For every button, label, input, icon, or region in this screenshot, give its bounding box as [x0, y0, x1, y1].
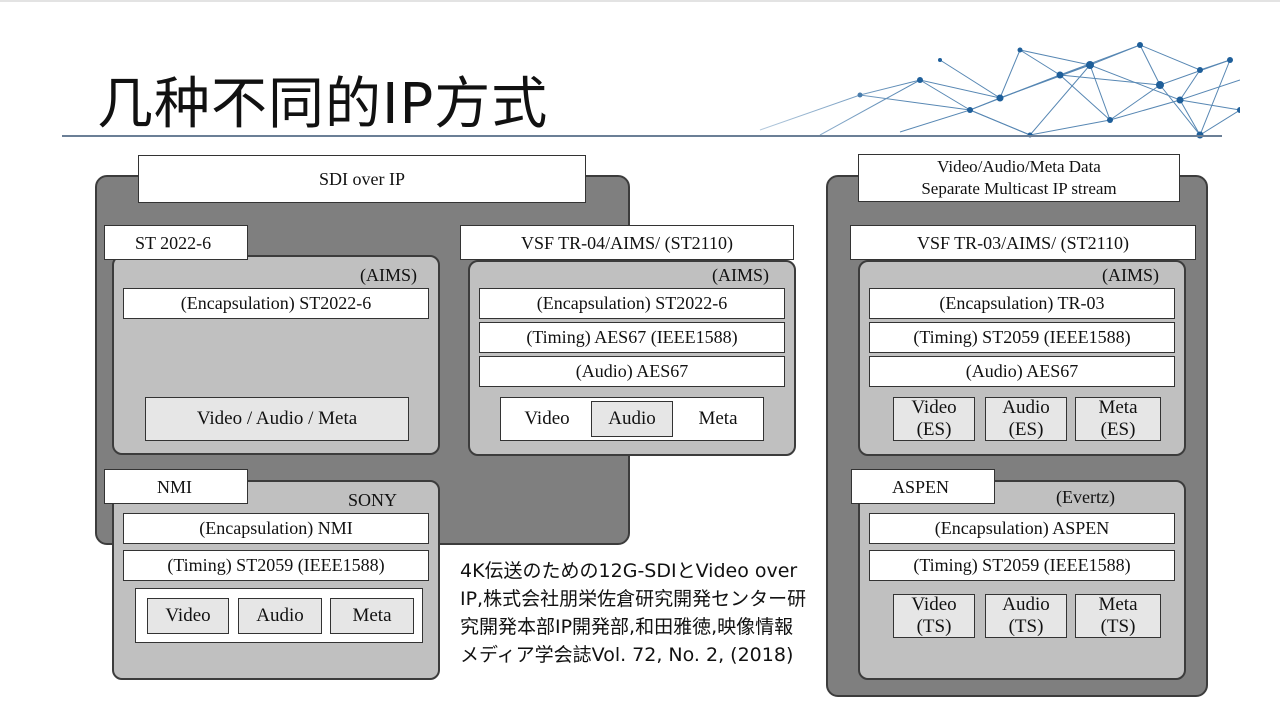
vsf-tr03-encapsulation-layer: (Encapsulation) TR-03: [869, 288, 1175, 319]
nmi-media-audio: Audio: [238, 598, 322, 634]
network-graphic-icon: [640, 40, 1240, 140]
vsf-tr04-label: VSF TR-04/AIMS/ (ST2110): [460, 225, 794, 260]
vsf-tr04-audio-layer: (Audio) AES67: [479, 356, 785, 387]
st2022-6-encapsulation-layer: (Encapsulation) ST2022-6: [123, 288, 429, 319]
aspen-media-audio: Audio (TS): [985, 594, 1067, 638]
nmi-vendor: SONY: [348, 490, 398, 510]
aspen-timing-layer: (Timing) ST2059 (IEEE1588): [869, 550, 1175, 581]
nmi-media-video: Video: [147, 598, 229, 634]
nmi-media-meta: Meta: [330, 598, 414, 634]
source-citation: 4K伝送のための12G-SDIとVideo over IP,株式会社朋栄佐倉研究…: [460, 560, 807, 666]
top-border: [0, 0, 1280, 2]
vsf-tr03-vendor: (AIMS): [1102, 265, 1159, 285]
aspen-media-meta: Meta (TS): [1075, 594, 1161, 638]
nmi-timing-layer: (Timing) ST2059 (IEEE1588): [123, 550, 429, 581]
aspen-media-video: Video (TS): [893, 594, 975, 638]
nmi-encapsulation-layer: (Encapsulation) NMI: [123, 513, 429, 544]
vsf-tr04-vendor: (AIMS): [712, 265, 769, 285]
sdi-over-ip-header: SDI over IP: [138, 155, 586, 203]
vsf-tr04-media-audio: Audio: [591, 401, 673, 437]
vsf-tr03-media-video: Video (ES): [893, 397, 975, 441]
aspen-label: ASPEN: [851, 469, 995, 504]
page-title: 几种不同的IP方式: [97, 72, 549, 137]
aspen-encapsulation-layer: (Encapsulation) ASPEN: [869, 513, 1175, 544]
st2022-6-media: Video / Audio / Meta: [145, 397, 409, 441]
vsf-tr04-media-meta: Meta: [698, 408, 738, 429]
vsf-tr04-encapsulation-layer: (Encapsulation) ST2022-6: [479, 288, 785, 319]
vsf-tr03-media-audio: Audio (ES): [985, 397, 1067, 441]
vsf-tr03-media-meta: Meta (ES): [1075, 397, 1161, 441]
nmi-label: NMI: [104, 469, 248, 504]
vsf-tr03-audio-layer: (Audio) AES67: [869, 356, 1175, 387]
title-underline: [62, 135, 1222, 137]
separate-stream-header: Video/Audio/Meta Data Separate Multicast…: [858, 154, 1180, 202]
vsf-tr03-label: VSF TR-03/AIMS/ (ST2110): [850, 225, 1196, 260]
vsf-tr03-timing-layer: (Timing) ST2059 (IEEE1588): [869, 322, 1175, 353]
aspen-vendor: (Evertz): [1056, 487, 1115, 507]
vsf-tr04-timing-layer: (Timing) AES67 (IEEE1588): [479, 322, 785, 353]
st2022-6-label: ST 2022-6: [104, 225, 248, 260]
st2022-6-vendor: (AIMS): [360, 265, 417, 285]
vsf-tr04-media-video: Video: [524, 408, 570, 429]
